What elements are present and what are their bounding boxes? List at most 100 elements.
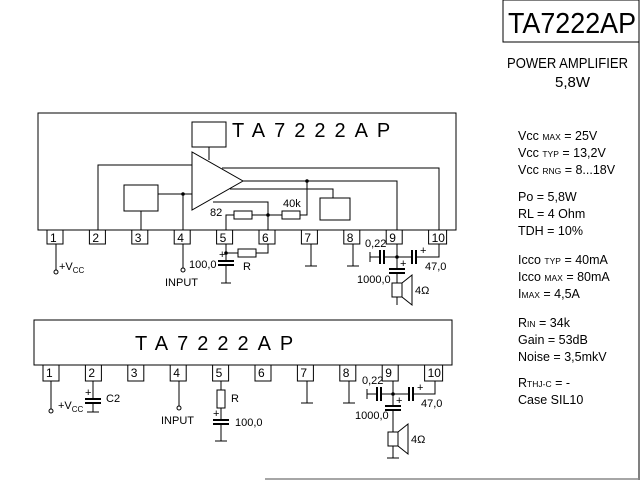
top-amplifier-symbol (191, 151, 245, 211)
bottom-pin-3 (127, 364, 145, 382)
bottom-pin-label: 9 (385, 366, 392, 380)
wire (416, 244, 440, 258)
bottom-input-label: INPUT (161, 415, 194, 427)
bottom-pin-label: 4 (173, 366, 180, 380)
spec-rl: RL = 4 Ohm (518, 207, 585, 221)
wire (256, 244, 269, 254)
polarity-plus: + (213, 408, 219, 420)
resistor-40k (281, 210, 301, 220)
top-input-label: INPUT (165, 277, 198, 289)
bottom-chip-label: TA7222AP (135, 333, 302, 355)
wire (213, 201, 269, 230)
spec-vcc-typ: Vcc TYP = 13,2V (518, 146, 606, 160)
bottom-pin-7 (296, 364, 314, 382)
top-pin-4 (173, 229, 191, 245)
bottom-pin-label: 5 (216, 366, 223, 380)
top-protection-block (319, 197, 351, 221)
top-vcc-label: +VCC (59, 261, 85, 275)
polarity-plus: + (420, 245, 426, 257)
spec-rthj: RTHJ-C = - (518, 376, 570, 390)
speaker-cone (397, 422, 409, 456)
spec-tdh: TDH = 10% (518, 224, 583, 238)
top-pin-label: 4 (177, 231, 184, 245)
spec-imax: IMAX = 4,5A (518, 287, 581, 301)
top-pin-label: 3 (135, 231, 142, 245)
input-terminal (176, 405, 182, 411)
top-c1000-label: 1000,0 (357, 274, 391, 286)
top-pin-10 (428, 229, 448, 245)
top-pin-label: 1 (50, 231, 57, 245)
top-pin-8 (343, 229, 361, 245)
speaker-icon (391, 282, 403, 298)
bottom-c100-label: 100,0 (235, 417, 263, 429)
top-speaker-label: 4Ω (415, 285, 429, 297)
spec-vcc-rng: Vcc RNG = 8...18V (518, 163, 616, 177)
bottom-pin-label: 1 (46, 366, 53, 380)
spec-po: Po = 5,8W (518, 190, 577, 204)
part-number-box (502, 0, 640, 43)
polarity-plus: + (85, 387, 91, 399)
bottom-pin-6 (254, 364, 272, 382)
resistor-40k-label: 40k (283, 198, 301, 210)
bottom-c47-label: 47,0 (421, 398, 442, 410)
wire (413, 381, 436, 395)
top-bias-block (191, 121, 227, 148)
top-pin-7 (300, 229, 318, 245)
top-c47-label: 47,0 (425, 261, 446, 273)
bottom-pin-label: 6 (258, 366, 265, 380)
polarity-plus: + (219, 249, 225, 261)
bottom-chip-body (33, 319, 453, 366)
part-number-title: TA7222AP (508, 8, 636, 40)
wire (230, 188, 334, 198)
top-pin-label: 9 (389, 231, 396, 245)
top-pin-3 (131, 229, 149, 245)
vcc-terminal (48, 408, 54, 414)
polarity-plus: + (417, 382, 423, 394)
description-line1: POWER AMPLIFIER (507, 55, 628, 72)
wire (225, 214, 234, 230)
top-pin-label: 6 (262, 231, 269, 245)
top-c5-label: 100,0 (189, 259, 217, 271)
top-pin-1 (46, 229, 64, 245)
description-line2: 5,8W (555, 74, 591, 91)
vcc-terminal (53, 269, 59, 275)
polarity-plus: + (400, 258, 406, 270)
bottom-vcc-label: +VCC (58, 400, 84, 414)
top-pin-label: 2 (92, 231, 99, 245)
resistor-82 (233, 210, 253, 220)
wire (300, 181, 308, 216)
speaker-cone (401, 273, 413, 307)
bottom-pin-label: 8 (343, 366, 350, 380)
top-chip-label: TA7222AP (232, 120, 399, 142)
wire (222, 167, 440, 230)
wire (243, 180, 398, 230)
top-pin-label: 7 (304, 231, 311, 245)
spec-rin: RIN = 34k (518, 316, 571, 330)
spec-icco-max: Icco MAX = 80mA (518, 270, 610, 284)
bottom-pin-label: 2 (88, 366, 95, 380)
bottom-speaker-label: 4Ω (411, 434, 425, 446)
spec-vcc-max: Vcc MAX = 25V (518, 129, 598, 143)
junction-dot (266, 213, 270, 217)
bottom-pin-8 (339, 364, 357, 382)
bottom-pin-9 (381, 364, 399, 382)
speaker-icon (387, 431, 399, 447)
bottom-c022-label: 0,22 (362, 375, 383, 387)
resistor-r (216, 389, 226, 409)
bottom-r-label: R (231, 393, 239, 405)
bottom-c2-label: C2 (106, 393, 120, 405)
bottom-pin-label: 3 (131, 366, 138, 380)
spec-list: Vcc MAX = 25V Vcc TYP = 13,2V Vcc RNG = … (518, 129, 616, 407)
wire (225, 244, 238, 254)
resistor-r (237, 248, 257, 258)
bottom-pin-label: 10 (428, 366, 442, 380)
spec-noise: Noise = 3,5mkV (518, 350, 607, 364)
wire (97, 164, 192, 230)
top-pin-label: 10 (432, 231, 446, 245)
bottom-c1000-label: 1000,0 (355, 410, 389, 422)
